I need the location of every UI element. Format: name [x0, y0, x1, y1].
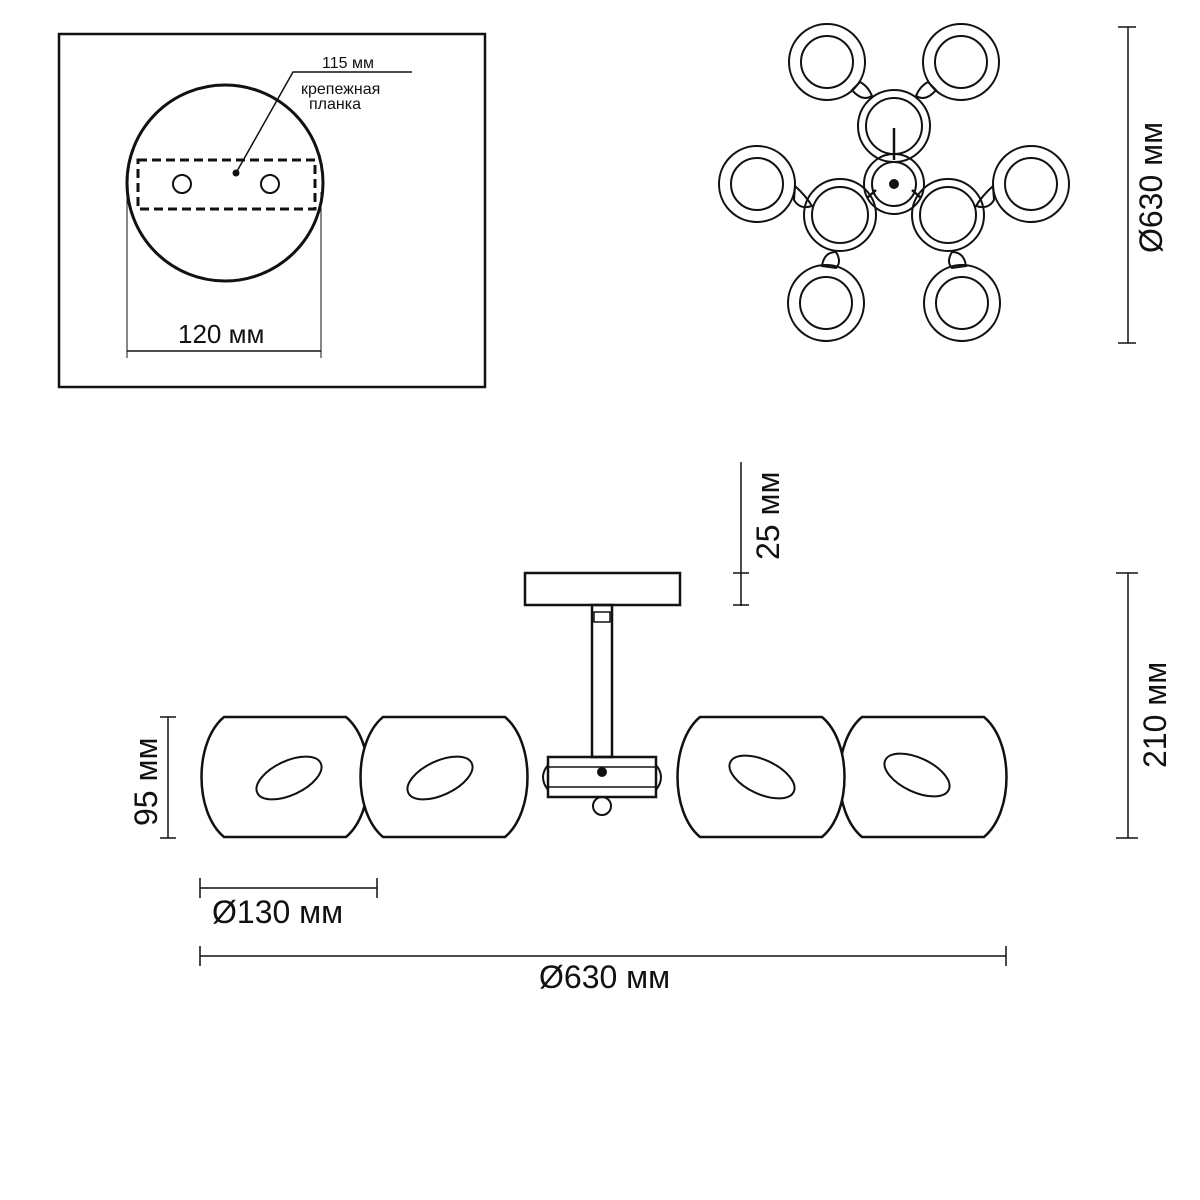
shade-diameter-label: Ø130 мм — [212, 894, 343, 930]
hub-center — [889, 179, 899, 189]
outer-shade-top-left — [788, 23, 874, 101]
side-view: 25 мм 210 мм 95 мм Ø130 мм Ø630 мм — [128, 462, 1173, 995]
stem-collar — [593, 611, 611, 623]
hub-center-dot — [597, 767, 607, 777]
outer-shade-mid-left — [718, 145, 814, 223]
arm-right — [911, 189, 922, 199]
canopy — [523, 571, 682, 607]
outer-shade-bottom-right — [923, 250, 1001, 342]
inner-shade-left — [803, 178, 877, 252]
detail-frame — [57, 32, 487, 389]
hub-inner — [871, 161, 917, 207]
hub-knob — [592, 796, 612, 816]
total-height-label: 210 мм — [1137, 662, 1173, 768]
base-diameter-label: 120 мм — [178, 319, 264, 349]
hub-outer — [863, 153, 925, 215]
shade-height-label: 95 мм — [128, 738, 164, 826]
bracket-hole-left — [172, 174, 192, 194]
shade-4 — [838, 715, 1008, 839]
hub-cap-right — [655, 764, 662, 791]
bracket-leader-line — [235, 71, 412, 174]
outer-shade-mid-right — [974, 145, 1070, 223]
shade-2 — [359, 715, 529, 839]
mounting-plate-detail: 115 мм крепежная планка 120 мм — [57, 32, 487, 389]
arm-left — [866, 189, 877, 199]
bracket-hole-right — [260, 174, 280, 194]
shade-3 — [676, 715, 846, 839]
plate-dimension-label: 115 мм — [322, 55, 374, 72]
outer-shade-top-right — [914, 23, 1000, 101]
mounting-bracket — [136, 158, 317, 211]
top-view: Ø630 мм — [718, 23, 1169, 344]
bracket-label-line1: крепежная — [301, 81, 380, 98]
overall-width-label: Ø630 мм — [539, 959, 670, 995]
top-view-diameter-label: Ø630 мм — [1133, 122, 1169, 253]
canopy-base-circle — [125, 83, 325, 283]
inner-shade-right — [911, 178, 985, 252]
outer-shade-bottom-left — [787, 250, 865, 342]
hub-cap-left — [542, 764, 549, 791]
stem — [590, 603, 614, 759]
shade-1 — [200, 715, 370, 839]
bracket-label-line2: планка — [309, 96, 361, 113]
canopy-height-label: 25 мм — [750, 472, 786, 560]
